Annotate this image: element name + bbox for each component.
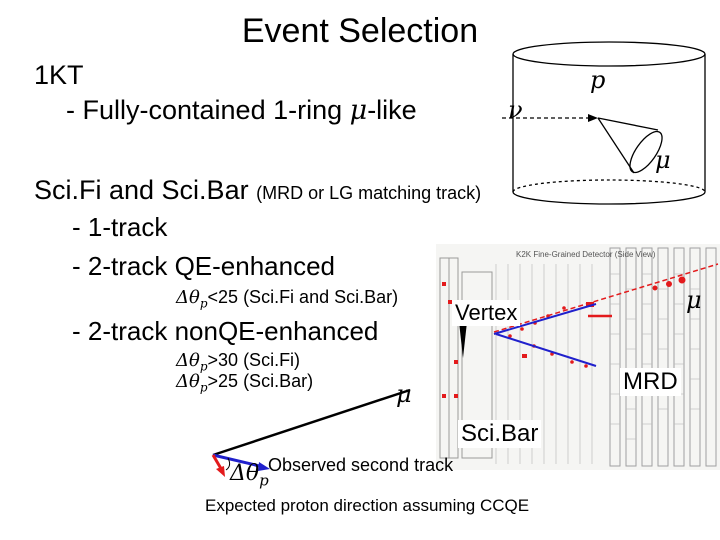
expected-direction-label: Expected proton direction assuming CCQE: [205, 496, 530, 515]
mrd-planes: [609, 247, 717, 467]
vertex-label: Vertex: [452, 300, 521, 326]
tank-cylinder: [512, 41, 706, 205]
nonqe-cut-scibar: Δθp>25 (Sci.Bar): [176, 371, 313, 395]
second-track: [495, 333, 597, 367]
item-1-track: - 1-track: [72, 212, 168, 242]
dtheta-sub: p: [259, 471, 269, 490]
item-2-track-nonqe: - 2-track nonQE-enhanced: [72, 316, 379, 346]
sketch-muon-track: [212, 388, 411, 457]
page-title: Event Selection: [241, 12, 479, 50]
nonqe-cut2-text: >25 (Sci.Bar): [207, 371, 314, 391]
sketch-observed-track: [212, 453, 265, 469]
delta-theta-sub: p: [199, 296, 208, 311]
dtheta-label: Δθp: [230, 460, 269, 489]
item-text: - Fully-contained 1-ring: [66, 95, 350, 125]
nonqe-cut-scifi: Δθp>30 (Sci.Fi): [176, 350, 300, 374]
mrd-label: MRD: [620, 368, 681, 396]
delta-theta-sub: p: [199, 380, 208, 395]
muon-track-extension: [493, 263, 719, 333]
delta-theta-sub: p: [199, 359, 208, 374]
detector-hits: [442, 276, 686, 398]
qe-cut: Δθp<25 (Sci.Fi and Sci.Bar): [176, 287, 398, 311]
vertex-arrow: [459, 322, 467, 358]
cherenkov-cone: [597, 117, 663, 174]
proton-label: p: [590, 66, 606, 94]
qe-cut-text: <25 (Sci.Fi and Sci.Bar): [207, 287, 399, 307]
item-suffix: -like: [367, 95, 417, 125]
item-2-track-qe: - 2-track QE-enhanced: [72, 251, 336, 281]
dtheta-symbol: Δθ: [230, 461, 260, 486]
muon-label-sketch: μ: [396, 380, 412, 408]
mu-symbol: μ: [349, 95, 368, 126]
sketch-observed-arrowhead: [258, 462, 270, 471]
delta-theta: Δθ: [176, 287, 200, 308]
scifi-modules: [439, 257, 493, 459]
section-1kt-heading: 1KT: [34, 60, 84, 90]
section-scifi-heading: Sci.Fi and Sci.Bar (MRD or LG matching t…: [34, 175, 481, 206]
sketch-angle-arc: [225, 457, 231, 471]
delta-theta: Δθ: [176, 350, 200, 371]
muon-track: [493, 303, 597, 335]
scibar-label: Sci.Bar: [458, 420, 542, 448]
heading-text: Sci.Fi and Sci.Bar: [34, 175, 249, 205]
muon-label-detector: μ: [686, 286, 702, 314]
neutrino-arrowhead: [588, 114, 598, 122]
delta-theta: Δθ: [176, 371, 200, 392]
nonqe-cut1-text: >30 (Sci.Fi): [207, 350, 301, 370]
detector-header: K2K Fine-Grained Detector (Side View): [516, 250, 656, 259]
sketch-expected-arrowhead: [216, 466, 225, 477]
observed-track-label: Observed second track: [268, 455, 454, 475]
section-1kt-item: - Fully-contained 1-ring μ-like: [66, 95, 417, 126]
nu-label: ν: [508, 96, 523, 124]
heading-note: (MRD or LG matching track): [256, 183, 482, 203]
muon-label-tank: μ: [655, 146, 671, 174]
